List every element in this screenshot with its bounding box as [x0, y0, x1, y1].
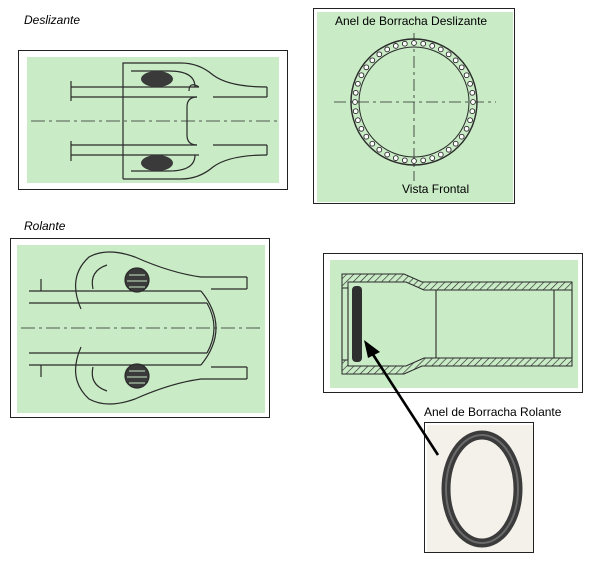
deslizante-joint-drawing [27, 57, 281, 183]
ring-hole [358, 125, 365, 132]
ring-hole [467, 80, 473, 87]
ring-hole [458, 64, 465, 71]
ring-hole [470, 99, 476, 105]
ring-hole [467, 117, 473, 124]
ring-hole [429, 155, 436, 161]
ring-hole [420, 40, 427, 47]
ring-hole [352, 108, 359, 115]
ring-hole [437, 46, 444, 53]
rolante-joint-drawing [17, 245, 265, 413]
socket-section-drawing [330, 260, 578, 388]
ring-hole [376, 146, 383, 153]
ring-hole [384, 151, 391, 158]
panel-vista-frontal: Anel de Borracha Deslizante Vista Fronta… [313, 8, 515, 204]
panel-rolante-joint [10, 238, 270, 418]
ring-hole [392, 43, 399, 49]
ring-hole [355, 80, 361, 87]
vista-frontal-drawing [317, 12, 513, 202]
panel-ring-photo [424, 422, 534, 553]
ring-hole [369, 57, 376, 64]
ring-hole [401, 157, 408, 164]
ring-hole [445, 146, 452, 153]
ring-hole [376, 51, 383, 58]
ring-hole [411, 40, 417, 46]
label-vista-frontal: Vista Frontal [402, 182, 470, 196]
ring-hole [458, 133, 465, 140]
label-anel-deslizante: Anel de Borracha Deslizante [335, 14, 488, 28]
ring-hole [469, 89, 476, 96]
rubber-ring-image [427, 425, 533, 552]
ring-hole [452, 57, 459, 64]
ring-hole [463, 125, 470, 132]
panel-deslizante-joint [18, 50, 288, 190]
ring-hole [392, 155, 399, 161]
label-deslizante: Deslizante [24, 13, 81, 27]
ring-hole [352, 99, 358, 105]
ring-hole [445, 51, 452, 58]
ring-hole [369, 140, 376, 147]
label-rolante: Rolante [24, 219, 66, 233]
ring-holes [352, 40, 476, 164]
ring-hole [363, 64, 370, 71]
ring-hole [355, 117, 361, 124]
ring-hole [452, 140, 459, 147]
ring-hole [429, 43, 436, 49]
ring-hole [384, 46, 391, 53]
ring-hole [411, 158, 417, 164]
panel-socket-section [323, 253, 583, 393]
ring-hole [420, 157, 427, 164]
label-anel-rolante: Anel de Borracha Rolante [424, 405, 562, 419]
ring-hole [401, 40, 408, 47]
ring-hole [358, 72, 365, 79]
ring-hole [437, 151, 444, 158]
ring-hole [463, 72, 470, 79]
ring-hole [352, 89, 359, 96]
ring-hole [469, 108, 476, 115]
ring-hole [363, 133, 370, 140]
